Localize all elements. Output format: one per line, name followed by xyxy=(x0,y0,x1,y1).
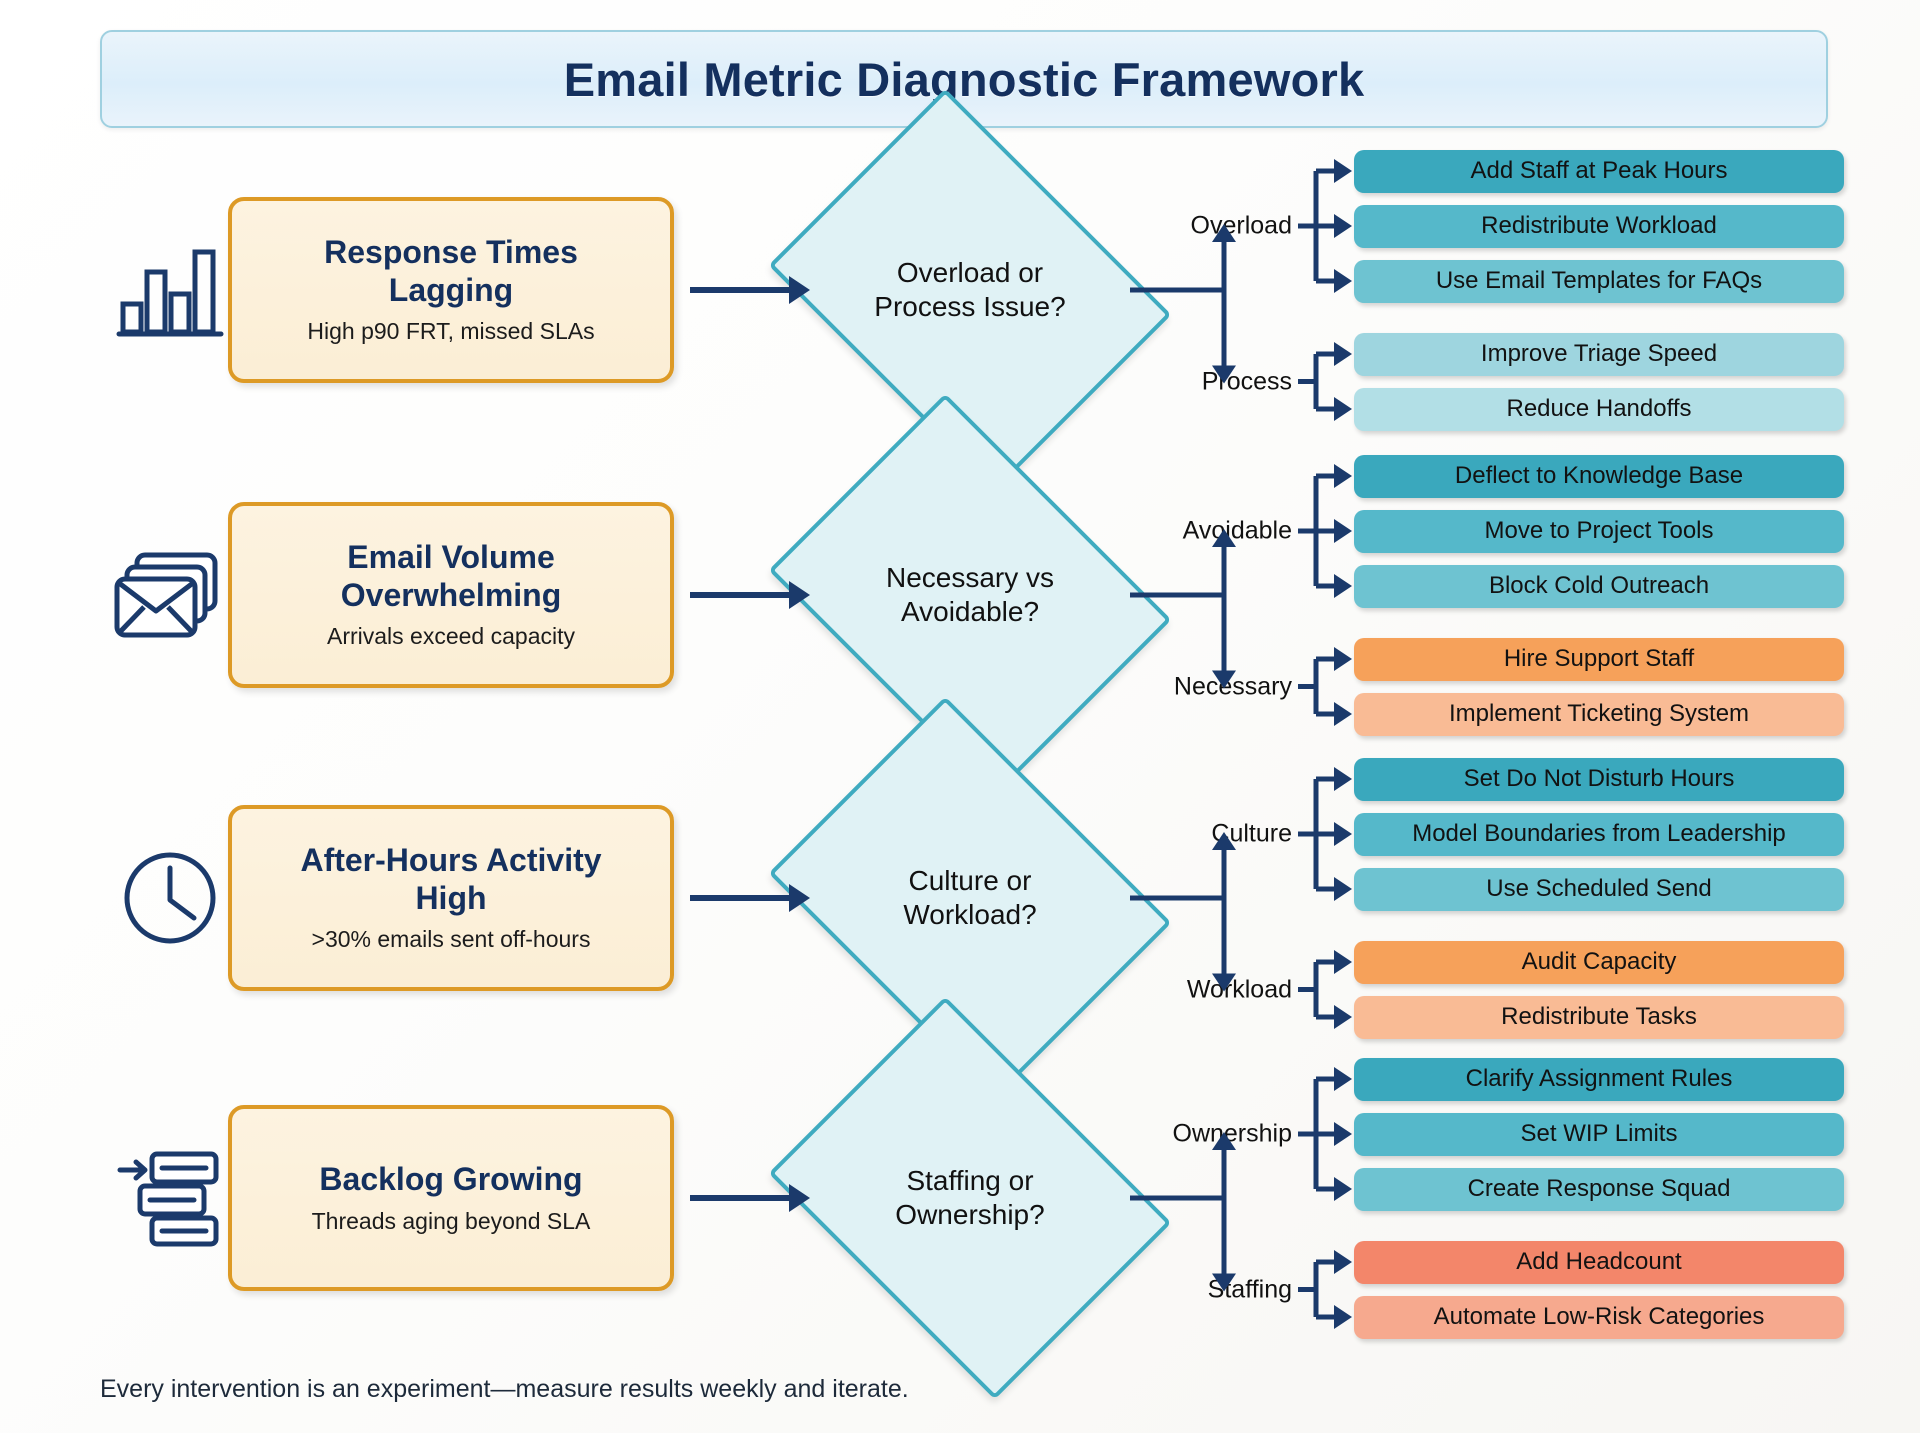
branch-label: Overload xyxy=(1190,211,1292,240)
action-chip[interactable]: Model Boundaries from Leadership xyxy=(1354,812,1844,856)
action-chip[interactable]: Set WIP Limits xyxy=(1354,1112,1844,1156)
action-chip[interactable]: Audit Capacity xyxy=(1354,940,1844,984)
action-chip[interactable]: Implement Ticketing System xyxy=(1354,692,1844,736)
action-chip[interactable]: Set Do Not Disturb Hours xyxy=(1354,757,1844,801)
action-chip[interactable]: Redistribute Workload xyxy=(1354,204,1844,248)
problem-subtitle: >30% emails sent off-hours xyxy=(311,926,591,953)
backlog-stack-icon xyxy=(95,1133,245,1263)
action-chip[interactable]: Automate Low-Risk Categories xyxy=(1354,1295,1844,1339)
footer-note: Every intervention is an experiment—meas… xyxy=(100,1375,909,1403)
clock-icon xyxy=(95,833,245,963)
action-chip[interactable]: Block Cold Outreach xyxy=(1354,564,1844,608)
action-chip[interactable]: Deflect to Knowledge Base xyxy=(1354,454,1844,498)
action-chip[interactable]: Improve Triage Speed xyxy=(1354,332,1844,376)
branch-label: Culture xyxy=(1211,819,1292,848)
action-chip[interactable]: Add Headcount xyxy=(1354,1240,1844,1284)
problem-title: Backlog Growing xyxy=(319,1160,583,1197)
action-chip[interactable]: Use Scheduled Send xyxy=(1354,867,1844,911)
action-chip[interactable]: Move to Project Tools xyxy=(1354,509,1844,553)
page-title: Email Metric Diagnostic Framework xyxy=(563,52,1365,106)
bar-chart-icon xyxy=(95,225,245,355)
action-chip[interactable]: Hire Support Staff xyxy=(1354,637,1844,681)
problem-subtitle: Threads aging beyond SLA xyxy=(311,1207,591,1234)
branch-label: Workload xyxy=(1186,975,1292,1003)
action-chip[interactable]: Create Response Squad xyxy=(1354,1167,1844,1211)
problem-subtitle: High p90 FRT, missed SLAs xyxy=(307,318,595,345)
branch-label: Avoidable xyxy=(1182,516,1292,545)
branch-label: Necessary xyxy=(1173,672,1292,700)
action-chip[interactable]: Reduce Handoffs xyxy=(1354,387,1844,431)
branch-label: Ownership xyxy=(1172,1119,1293,1148)
action-chip[interactable]: Redistribute Tasks xyxy=(1354,995,1844,1039)
action-chip[interactable]: Add Staff at Peak Hours xyxy=(1354,149,1844,193)
branch-label: Staffing xyxy=(1207,1275,1292,1303)
stacked-envelopes-icon xyxy=(95,530,245,660)
branch-label: Process xyxy=(1201,367,1292,395)
action-chip[interactable]: Clarify Assignment Rules xyxy=(1354,1057,1844,1101)
action-chip[interactable]: Use Email Templates for FAQs xyxy=(1354,259,1844,303)
problem-subtitle: Arrivals exceed capacity xyxy=(327,623,575,650)
